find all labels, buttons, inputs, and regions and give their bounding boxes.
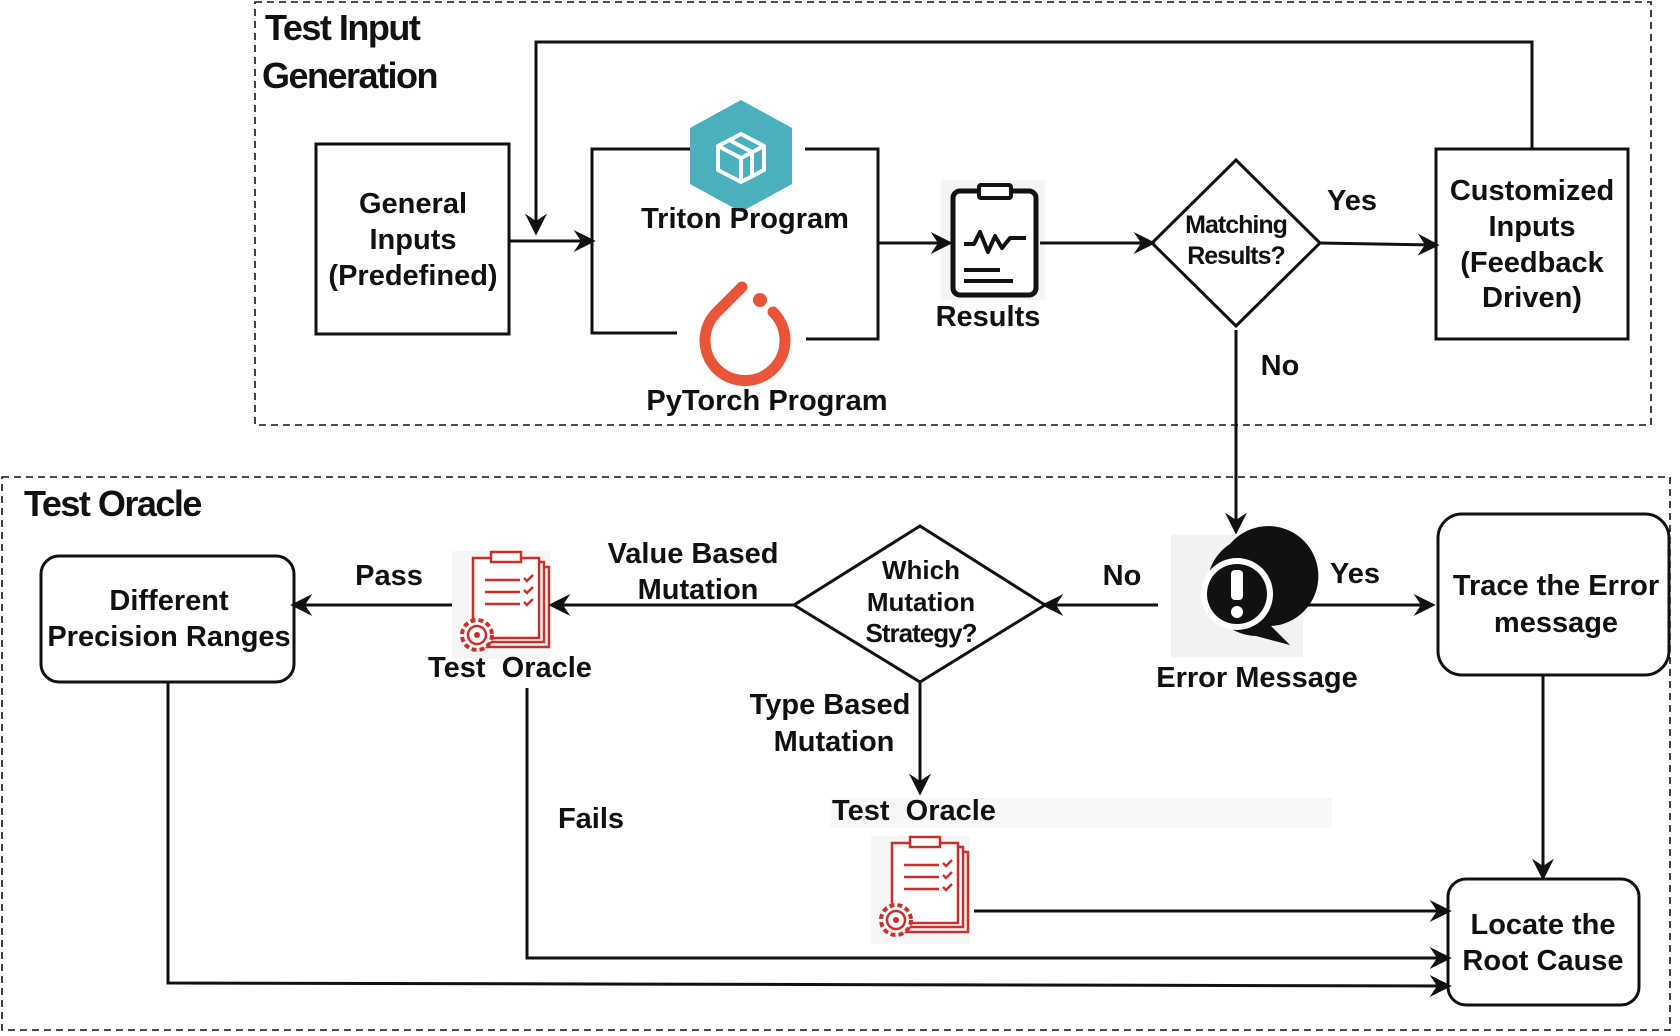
value-based-line1: Value Based [608, 538, 779, 570]
oracle-section [1, 476, 1671, 1031]
trace-error-line1: Trace the Error [1453, 570, 1659, 602]
matching-results-line1: Matching [1185, 211, 1287, 239]
pytorch-program-label: PyTorch Program [646, 385, 887, 417]
test-oracle-type-icon [871, 835, 970, 944]
arrow-precision-to-root [166, 682, 1452, 997]
test-oracle-type-highlight [830, 798, 1332, 828]
precision-ranges-line2: Precision Ranges [47, 621, 290, 653]
general-inputs-line2: Inputs [370, 224, 457, 256]
input-generation-section [254, 1, 1652, 426]
mutation-strategy-line2: Mutation [867, 587, 975, 617]
yes-label-matching: Yes [1327, 185, 1377, 217]
general-inputs-line1: General [359, 188, 467, 220]
mutation-strategy-line3: Strategy? [866, 618, 977, 648]
program-bracket-right [805, 147, 880, 341]
pass-label: Pass [355, 560, 423, 592]
customized-inputs-line2: Inputs [1489, 211, 1576, 243]
matching-results-decision [1149, 157, 1323, 329]
trace-error-box [1436, 512, 1671, 677]
customized-inputs-line3: (Feedback [1460, 247, 1604, 279]
arrow-fails-to-root [525, 688, 1452, 969]
type-based-line2: Mutation [774, 726, 895, 758]
root-cause-line2: Root Cause [1462, 945, 1623, 977]
root-cause-box [1446, 877, 1641, 1007]
general-inputs-box [314, 142, 511, 336]
mutation-strategy-line1: Which [882, 555, 960, 585]
no-label-error: No [1103, 560, 1142, 592]
customized-inputs-line4: Driven) [1482, 282, 1582, 314]
precision-ranges-line1: Different [109, 585, 229, 617]
trace-error-line2: message [1494, 607, 1618, 639]
input-generation-title-line2: Generation [262, 55, 437, 96]
results-clipboard-icon [941, 180, 1045, 300]
error-message-icon [1171, 526, 1319, 657]
test-oracle-type-label: Test Oracle [832, 795, 996, 827]
test-oracle-value-icon [452, 550, 551, 659]
test-oracle-value-label: Test Oracle [428, 652, 592, 684]
error-message-label: Error Message [1156, 662, 1358, 694]
triton-program-label: Triton Program [641, 203, 849, 235]
fails-label: Fails [558, 803, 624, 835]
type-based-line1: Type Based [750, 689, 911, 721]
arrow-feedback-loop [525, 40, 1534, 236]
yes-label-error: Yes [1330, 558, 1380, 590]
results-label: Results [936, 301, 1041, 333]
root-cause-line1: Locate the [1470, 909, 1615, 941]
precision-ranges-box [39, 554, 296, 684]
triton-icon [690, 100, 792, 212]
customized-inputs-line1: Customized [1450, 175, 1614, 207]
oracle-section-title: Test Oracle [24, 483, 201, 524]
no-label-matching: No [1261, 350, 1300, 382]
input-generation-title-line1: Test Input [265, 7, 421, 48]
matching-results-line2: Results? [1187, 242, 1285, 270]
value-based-line2: Mutation [638, 574, 759, 606]
arrow-matching-yes [1319, 233, 1440, 256]
program-bracket [590, 147, 693, 335]
general-inputs-line3: (Predefined) [328, 260, 497, 292]
pytorch-icon [699, 281, 791, 387]
